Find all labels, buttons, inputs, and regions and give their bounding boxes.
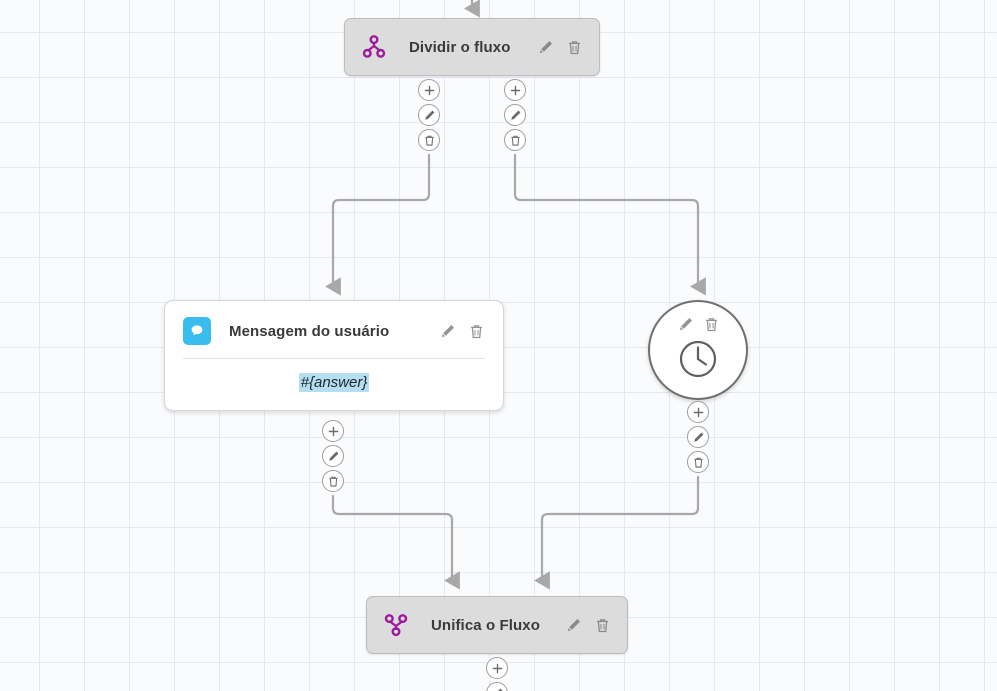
- trash-icon[interactable]: [418, 129, 440, 151]
- node-mensagem-do-usuario[interactable]: Mensagem do usuário: [164, 300, 504, 411]
- pencil-icon[interactable]: [565, 617, 582, 634]
- trash-icon[interactable]: [322, 470, 344, 492]
- timer-circle[interactable]: [648, 300, 748, 400]
- merge-connector[interactable]: [486, 657, 508, 691]
- trash-icon[interactable]: [594, 617, 611, 634]
- edge-message-to-merge: [331, 494, 460, 590]
- pencil-icon[interactable]: [687, 426, 709, 448]
- pencil-icon[interactable]: [322, 445, 344, 467]
- trash-icon[interactable]: [468, 323, 485, 340]
- node-header-bar[interactable]: Dividir o fluxo: [344, 18, 600, 76]
- trash-icon[interactable]: [687, 451, 709, 473]
- merge-flow-icon: [383, 612, 409, 638]
- edge-split-left-to-message: [325, 153, 431, 296]
- node-unifica-o-fluxo[interactable]: Unifica o Fluxo: [366, 596, 628, 654]
- pencil-icon[interactable]: [537, 39, 554, 56]
- node-tools: [677, 316, 720, 333]
- plus-icon[interactable]: [322, 420, 344, 442]
- node-tools: [439, 323, 485, 340]
- node-tools: [565, 617, 611, 634]
- plus-icon[interactable]: [486, 657, 508, 679]
- node-tools: [537, 39, 583, 56]
- split-flow-icon: [361, 34, 387, 60]
- plus-icon[interactable]: [504, 79, 526, 101]
- plus-icon[interactable]: [418, 79, 440, 101]
- node-title: Mensagem do usuário: [229, 322, 390, 340]
- trash-icon[interactable]: [504, 129, 526, 151]
- pencil-icon[interactable]: [504, 104, 526, 126]
- pencil-icon[interactable]: [439, 323, 456, 340]
- card-divider: [183, 358, 485, 359]
- plus-icon[interactable]: [687, 401, 709, 423]
- card-body: #{answer}: [165, 359, 503, 410]
- node-dividir-o-fluxo[interactable]: Dividir o fluxo: [344, 18, 600, 76]
- node-header-bar[interactable]: Unifica o Fluxo: [366, 596, 628, 654]
- split-right-connector[interactable]: [504, 79, 526, 151]
- trash-icon[interactable]: [703, 316, 720, 333]
- pencil-icon[interactable]: [418, 104, 440, 126]
- edge-split-right-to-timer: [513, 153, 706, 296]
- timer-connector[interactable]: [687, 401, 709, 473]
- trash-icon[interactable]: [566, 39, 583, 56]
- node-timer[interactable]: [648, 300, 748, 400]
- node-title: Dividir o fluxo: [409, 38, 511, 56]
- edge-timer-to-merge: [534, 475, 700, 590]
- pencil-icon[interactable]: [486, 682, 508, 691]
- split-left-connector[interactable]: [418, 79, 440, 151]
- answer-token[interactable]: #{answer}: [298, 373, 370, 392]
- clock-icon: [676, 337, 720, 381]
- node-title: Unifica o Fluxo: [431, 616, 541, 634]
- message-connector[interactable]: [322, 420, 344, 492]
- card-header: Mensagem do usuário: [165, 301, 503, 345]
- pencil-icon[interactable]: [677, 316, 694, 333]
- chat-bubble-icon: [183, 317, 211, 345]
